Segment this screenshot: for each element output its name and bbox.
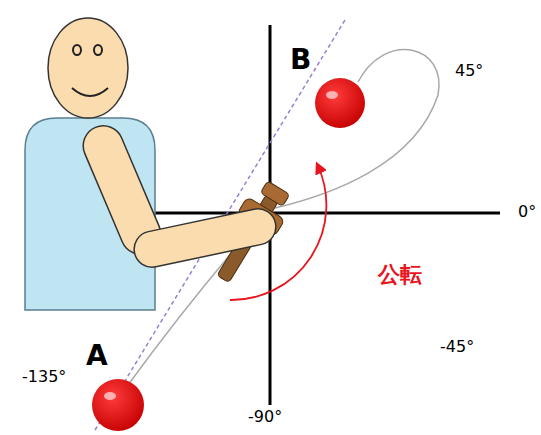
- diagram-label: B: [290, 43, 311, 76]
- forearm: [131, 205, 279, 270]
- horizontal-axis: [155, 212, 500, 215]
- ball: [92, 379, 144, 431]
- diagram-label: -90°: [248, 407, 282, 426]
- ball-highlight: [326, 91, 338, 99]
- ball: [315, 78, 365, 128]
- angle-label-box: -90°: [248, 408, 282, 426]
- angle-label-box: A: [86, 340, 108, 372]
- angle-label-box: -45°: [440, 338, 474, 356]
- angle-label-box: 45°: [455, 62, 483, 80]
- diagram-label: -45°: [440, 337, 474, 356]
- diagram-label: 0°: [518, 202, 536, 221]
- angle-label-box: B: [290, 44, 311, 76]
- angle-label-box: 0°: [518, 203, 536, 221]
- kendama-cup: [260, 181, 289, 206]
- eye: [73, 45, 81, 55]
- diagram-label: A: [86, 339, 108, 372]
- diagram-label: 公転: [378, 262, 422, 287]
- smile: [72, 88, 108, 96]
- angle-label-box: -135°: [22, 368, 66, 386]
- diagram-label: 45°: [455, 61, 483, 80]
- eye: [94, 45, 102, 55]
- person-head: [48, 18, 128, 118]
- revolution-arrow: [230, 166, 326, 300]
- ball-highlight: [104, 392, 116, 400]
- angle-label-box: 公転: [378, 262, 422, 287]
- diagram-label: -135°: [22, 367, 66, 386]
